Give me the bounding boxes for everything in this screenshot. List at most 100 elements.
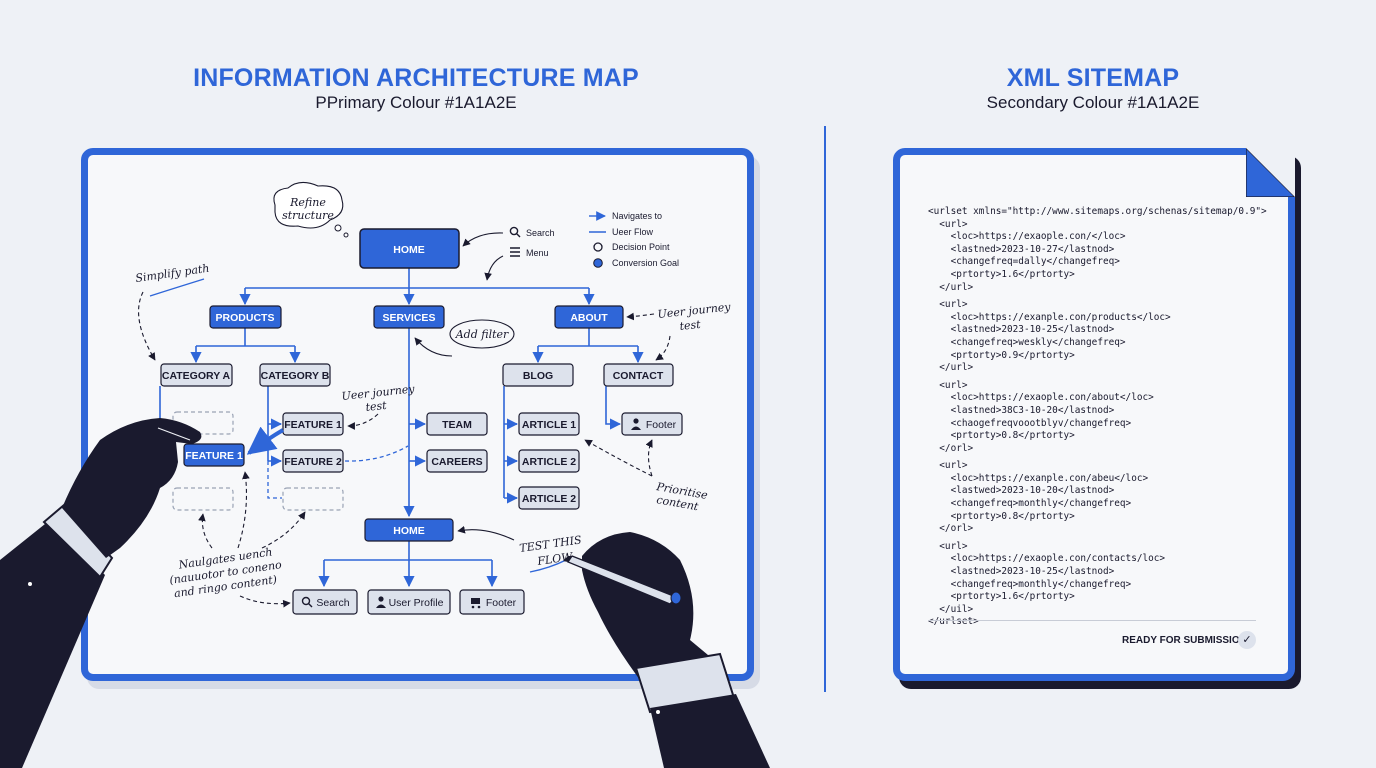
xml-line: <url> — [928, 460, 968, 472]
page-fold-icon — [1246, 148, 1295, 197]
note-journey-right: Ueer journey test — [626, 300, 732, 361]
xml-line: <prtorty>0.9</prtorty> — [928, 349, 1075, 361]
circle-filled-icon — [593, 258, 603, 268]
dashed-connectors — [267, 445, 409, 499]
note-prioritise: Prioritise content — [584, 439, 709, 513]
legend-conversion: Conversion Goal — [612, 258, 679, 268]
note-refine-line2: structure — [282, 209, 334, 222]
node-category-a-label: CATEGORY A — [162, 370, 231, 382]
note-navigates: Naulgates uench (nauuotor to coneno and … — [169, 471, 306, 608]
xml-line: <loc>https://exaople.con/</loc> — [928, 231, 1126, 243]
xml-line: <changefreq>monthly</changefreq> — [928, 498, 1132, 510]
xml-line: <changefreq>wesklу</changefreq> — [928, 336, 1126, 348]
xml-line: <changefreq>monthly</changefreq> — [928, 578, 1132, 590]
xml-line: <prtorty>0.8</prtorty> — [928, 430, 1075, 442]
note-arrow — [462, 232, 504, 247]
xml-line: <loc>https://exaople.con/about</loc> — [928, 392, 1154, 404]
node-article-2b[interactable]: ARTICLE 2 — [518, 486, 580, 510]
node-blog[interactable]: BLOG — [502, 363, 574, 387]
top-action-menu[interactable]: Menu — [510, 247, 549, 258]
legend-user-flow: Ueer Flow — [612, 227, 654, 237]
note-test-flow-line1: TEST THIS — [519, 533, 583, 555]
node-search-label: Search — [316, 597, 349, 609]
node-team-label: TEAM — [442, 419, 472, 431]
note-add-filter-text: Add filter — [455, 328, 509, 341]
node-article-2a[interactable]: ARTICLE 2 — [518, 449, 580, 473]
node-contact[interactable]: CONTACT — [603, 363, 674, 387]
node-blog-label: BLOG — [523, 370, 553, 382]
xml-line: <lastned>2023-10-27</lastnod> — [928, 243, 1115, 255]
legend-navigates: Navigates to — [612, 211, 662, 221]
person-icon — [631, 418, 641, 430]
xml-line: <url> — [928, 379, 968, 391]
node-feature-1-selected[interactable]: FEATURE 1 — [183, 443, 245, 467]
xml-line: <loc>https://exanple.con/products</loc> — [928, 311, 1171, 323]
menu-icon — [510, 247, 520, 257]
node-careers[interactable]: CAREERS — [426, 449, 488, 473]
node-contact-label: CONTACT — [613, 370, 664, 382]
node-feature-2-label: FEATURE 2 — [284, 456, 342, 468]
sitemap-subtitle: Secondary Colour #1A1A2E — [986, 93, 1200, 112]
xml-line: </url> — [928, 362, 974, 374]
node-search[interactable]: Search — [292, 589, 358, 615]
sitemap-title: XML SITEMAP — [1006, 64, 1180, 92]
note-refine-line1: Refine — [289, 196, 326, 209]
node-home-bottom-label: HOME — [393, 525, 425, 537]
sitemap-divider — [928, 620, 1256, 621]
xml-line: <loc>https://exaople.con/contacts/loc> — [928, 553, 1166, 565]
circle-outline-icon — [593, 242, 603, 252]
node-services[interactable]: SERVICES — [373, 305, 445, 329]
node-feature-2[interactable]: FEATURE 2 — [282, 449, 344, 473]
note-test-flow: TEST THIS FLOW — [457, 525, 583, 573]
node-products[interactable]: PRODUCTS — [209, 305, 282, 329]
xml-line: <changefreq=dally</changefreq> — [928, 256, 1120, 268]
xml-line: <url> — [928, 540, 968, 552]
xml-line: <prtorty>1.6</prtorty> — [928, 268, 1075, 280]
xml-line: <lastned>2023-10-25</lastnod> — [928, 566, 1115, 578]
note-refine: Refine structure — [273, 181, 349, 238]
note-arrow — [484, 255, 504, 281]
node-footer-top[interactable]: Footer — [621, 412, 683, 436]
legend-decision: Decision Point — [612, 242, 670, 252]
node-feature-1-selected-label: FEATURE 1 — [185, 450, 243, 462]
drag-arrow — [246, 426, 285, 455]
xml-line: <loc>https://exanple.con/abeu</loc> — [928, 472, 1149, 484]
node-category-b[interactable]: CATEGORY B — [259, 363, 331, 387]
xml-line: <url> — [928, 299, 968, 311]
xml-line: </url> — [928, 281, 974, 293]
node-category-a[interactable]: CATEGORY A — [160, 363, 233, 387]
node-user-profile[interactable]: User Profile — [367, 589, 451, 615]
search-icon — [301, 596, 313, 608]
top-action-menu-label: Menu — [526, 248, 549, 258]
node-user-profile-label: User Profile — [389, 597, 444, 609]
sitemap-document: <urlset xmlns="http://www.sitemaps.org/s… — [893, 148, 1301, 691]
note-journey-mid-line2: test — [365, 399, 388, 414]
node-home-bottom[interactable]: HOME — [364, 518, 454, 542]
person-icon — [376, 596, 386, 608]
node-footer-bottom[interactable]: Footer — [459, 589, 525, 615]
top-action-search[interactable]: Search — [509, 226, 555, 238]
node-article-2a-label: ARTICLE 2 — [522, 456, 576, 468]
tree-connectors — [159, 268, 644, 588]
xml-line: <lastwed>2023-10-20</lastnod> — [928, 485, 1115, 497]
node-category-b-label: CATEGORY B — [261, 370, 330, 382]
note-add-filter: Add filter — [414, 319, 515, 357]
right-hand-illustration — [563, 532, 770, 768]
xml-line: <prtorty>1.6</prtorty> — [928, 591, 1075, 603]
xml-line: <urlset xmlns="http://www.sitemaps.org/s… — [928, 206, 1267, 217]
node-about[interactable]: ABOUT — [554, 305, 624, 329]
node-services-label: SERVICES — [383, 312, 436, 324]
sitemap-xml-code: <urlset xmlns="http://www.sitemaps.org/s… — [928, 206, 1267, 629]
node-feature-1[interactable]: FEATURE 1 — [282, 412, 344, 436]
top-action-search-label: Search — [526, 228, 555, 238]
node-article-1-label: ARTICLE 1 — [522, 419, 576, 431]
node-home[interactable]: HOME — [359, 228, 460, 269]
node-team[interactable]: TEAM — [426, 412, 488, 436]
note-simplify-text: Simplify path — [135, 262, 211, 285]
node-article-1[interactable]: ARTICLE 1 — [518, 412, 580, 436]
checkmark-icon[interactable]: ✓ — [1238, 631, 1256, 649]
panel-divider — [824, 126, 826, 692]
xml-line: <chaogefreqvoootblyv/changefreq> — [928, 417, 1132, 429]
sitemap-paper — [893, 148, 1295, 681]
